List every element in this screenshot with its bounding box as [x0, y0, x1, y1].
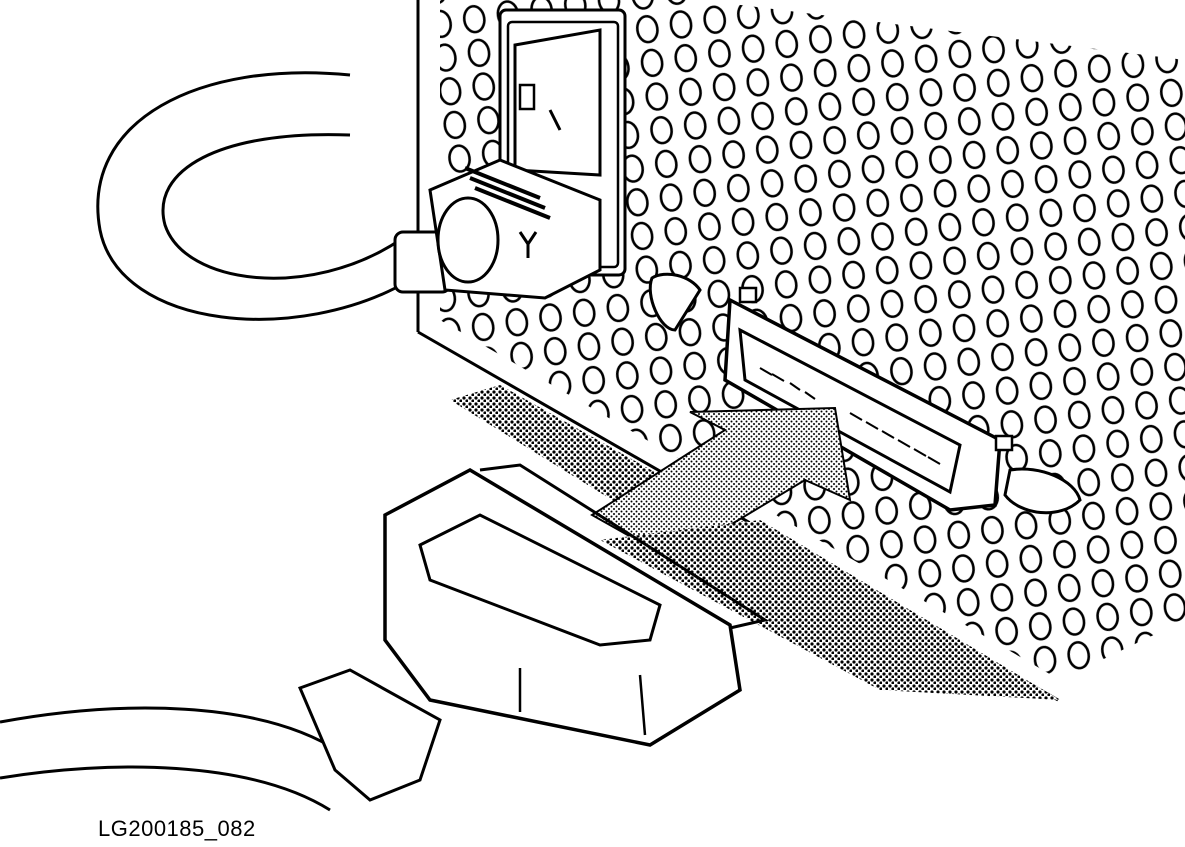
parallel-port-connector-icon	[648, 272, 1082, 515]
cable-shadow	[600, 520, 1060, 700]
power-cord-plug-icon	[96, 71, 602, 321]
centronics-cable-connector-icon	[0, 463, 769, 812]
figure-label: LG200185_082	[98, 816, 256, 841]
